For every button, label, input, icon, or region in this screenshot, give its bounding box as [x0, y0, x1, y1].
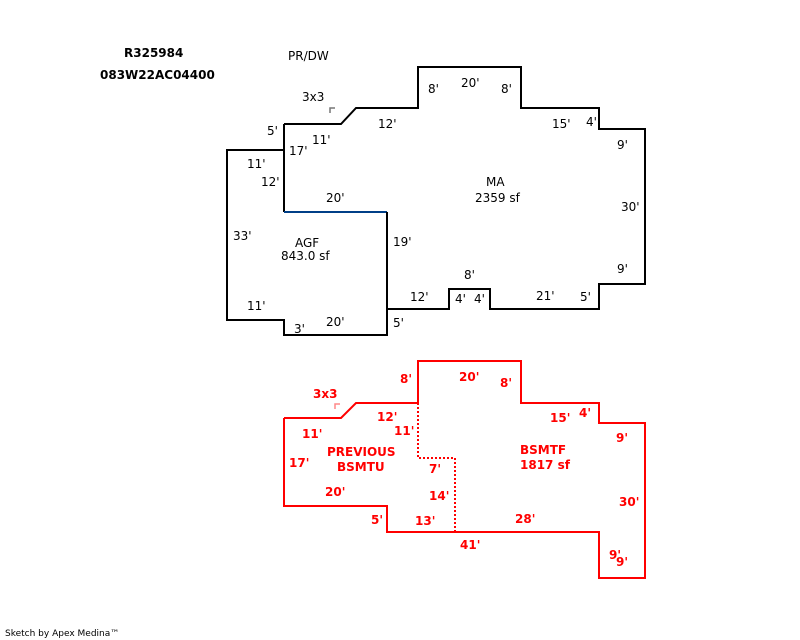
- dim-label: 33': [233, 229, 252, 243]
- dim-label: 17': [289, 144, 308, 158]
- agf-area: 843.0 sf: [281, 249, 330, 263]
- dim-label: 28': [515, 512, 535, 526]
- dim-label: 4': [579, 406, 591, 420]
- bsmtu-label: BSMTU: [337, 460, 385, 474]
- dim-label: 4': [586, 115, 597, 129]
- agf-label: AGF: [295, 236, 319, 250]
- header-note: PR/DW: [288, 49, 329, 63]
- dim-label: 15': [552, 117, 571, 131]
- dim-label: 11': [302, 427, 322, 441]
- previous-bsmtu-dotted-divider: [417, 403, 456, 532]
- dim-label: 12': [378, 117, 397, 131]
- dim-label: 41': [460, 538, 480, 552]
- footer-credit: Sketch by Apex Medina™: [5, 629, 119, 639]
- corner-marker-icon: [329, 107, 335, 113]
- upper-dimension-labels: 8' 20' 8' 12' 15' 4' 5' 11' 17' 9' 11' 1…: [233, 76, 640, 336]
- dim-label: 5': [371, 513, 383, 527]
- dim-label: 4': [455, 292, 466, 306]
- dim-label: 12': [377, 410, 397, 424]
- dim-label: 5': [580, 290, 591, 304]
- dim-label: 20': [326, 191, 345, 205]
- dim-label: 8': [500, 376, 512, 390]
- dim-label: 20': [459, 370, 479, 384]
- dim-label: 20': [461, 76, 480, 90]
- dim-label: 12': [410, 290, 429, 304]
- dim-label: 7': [429, 462, 441, 476]
- dim-label: 9': [617, 262, 628, 276]
- dim-label: 21': [536, 289, 555, 303]
- marker-label: 3x3: [302, 90, 324, 104]
- parcel-id: R325984: [124, 46, 183, 60]
- dim-label: 17': [289, 456, 309, 470]
- ma-label: MA: [486, 175, 505, 189]
- dim-label: 3': [294, 322, 305, 336]
- ma-area: 2359 sf: [475, 191, 521, 205]
- corner-marker-icon: [334, 403, 340, 409]
- main-area-outline: [226, 66, 646, 336]
- dim-label: 14': [429, 489, 449, 503]
- dim-label: 11': [394, 424, 414, 438]
- dim-label: 9': [616, 555, 628, 569]
- dim-label: 30': [621, 200, 640, 214]
- map-tax-lot: 083W22AC04400: [100, 68, 215, 82]
- previous-label: PREVIOUS: [327, 445, 396, 459]
- dim-label: 30': [619, 495, 639, 509]
- dim-label: 9': [616, 431, 628, 445]
- bsmtf-area: 1817 sf: [520, 458, 571, 472]
- dim-label: 5': [267, 124, 278, 138]
- dim-label: 8': [400, 372, 412, 386]
- basement-marker-label: 3x3: [313, 387, 337, 401]
- dim-label: 5': [393, 316, 404, 330]
- dim-label: 19': [393, 235, 412, 249]
- dim-label: 11': [312, 133, 331, 147]
- dim-label: 9': [609, 548, 621, 562]
- dim-label: 11': [247, 157, 266, 171]
- dim-label: 8': [428, 82, 439, 96]
- dim-label: 8': [501, 82, 512, 96]
- dim-label: 11': [247, 299, 266, 313]
- dim-label: 15': [550, 411, 570, 425]
- bsmtf-label: BSMTF: [520, 443, 566, 457]
- basement-dimension-labels: 8' 20' 8' 12' 11' 15' 4' 11' 9' 17' 7' 2…: [289, 370, 639, 569]
- basement-outline: [283, 360, 646, 579]
- dim-label: 8': [464, 268, 475, 282]
- dim-label: 13': [415, 514, 435, 528]
- dim-label: 20': [325, 485, 345, 499]
- dim-label: 9': [617, 138, 628, 152]
- dim-label: 20': [326, 315, 345, 329]
- dim-label: 4': [474, 292, 485, 306]
- dim-label: 12': [261, 175, 280, 189]
